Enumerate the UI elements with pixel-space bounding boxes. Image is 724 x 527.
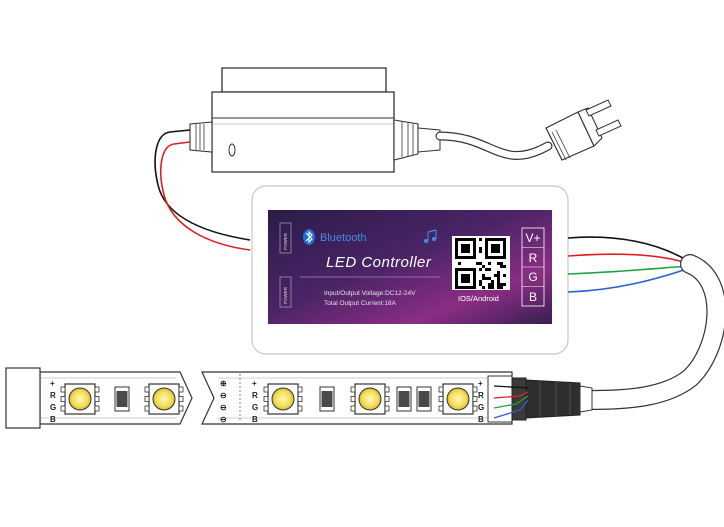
cut-mark-4: ⊖ <box>220 415 227 424</box>
strip-right-pin-b: B <box>478 415 484 424</box>
strip-left-pin-plus: + <box>50 379 55 388</box>
bluetooth-icon <box>303 229 315 245</box>
spec-voltage: Input/Output Voltage:DC12-24V <box>324 290 416 297</box>
dc-input-wires <box>154 129 251 251</box>
output-cable <box>580 254 724 410</box>
strip-mid-pin-r: R <box>252 391 258 400</box>
qr-code <box>452 236 510 290</box>
strip-left-pin-b: B <box>50 415 56 424</box>
cut-mark-2: ⊖ <box>220 391 227 400</box>
cut-mark-1: ⊕ <box>220 379 227 388</box>
strip-mid-pin-b: B <box>252 415 258 424</box>
strip-right-pin-g: G <box>478 403 484 412</box>
side-label-1: POWER <box>283 232 288 250</box>
led-controller: POWER POWER Bluetooth LED Controller Inp… <box>251 185 569 355</box>
output-wires <box>567 236 691 293</box>
strip-end-cap <box>5 367 41 429</box>
strip-right-pin-plus: + <box>478 379 483 388</box>
led-strip-left: + R G B <box>5 367 193 429</box>
output-pin-g: G <box>528 270 537 284</box>
app-label: IOS/Android <box>458 294 499 303</box>
output-pin-vplus: V+ <box>525 231 540 245</box>
spec-current: Total Output Current:18A <box>324 300 397 307</box>
led-strip-right: ⊕ ⊖ ⊖ ⊖ + R G B + R G B <box>201 371 513 425</box>
strip-left-pin-g: G <box>50 403 56 412</box>
strip-mid-pin-plus: + <box>252 379 257 388</box>
bluetooth-label: Bluetooth <box>320 232 366 244</box>
strip-right-pin-r: R <box>478 391 484 400</box>
output-pins: V+ R G B <box>521 227 545 307</box>
ac-plug <box>545 99 622 161</box>
power-side-label: POWER POWER <box>279 222 292 308</box>
output-pin-b: B <box>529 290 537 304</box>
strip-mid-pin-g: G <box>252 403 258 412</box>
power-adapter <box>189 67 441 173</box>
output-footer: OUTPUT <box>518 317 548 324</box>
music-note-icon <box>424 229 437 243</box>
strip-left-pin-r: R <box>50 391 56 400</box>
cut-mark-3: ⊖ <box>220 403 227 412</box>
strip-connector <box>487 375 593 423</box>
side-label-2: POWER <box>283 286 288 304</box>
controller-title: LED Controller <box>326 254 432 271</box>
output-pin-r: R <box>529 251 538 265</box>
ac-cable <box>435 131 553 160</box>
